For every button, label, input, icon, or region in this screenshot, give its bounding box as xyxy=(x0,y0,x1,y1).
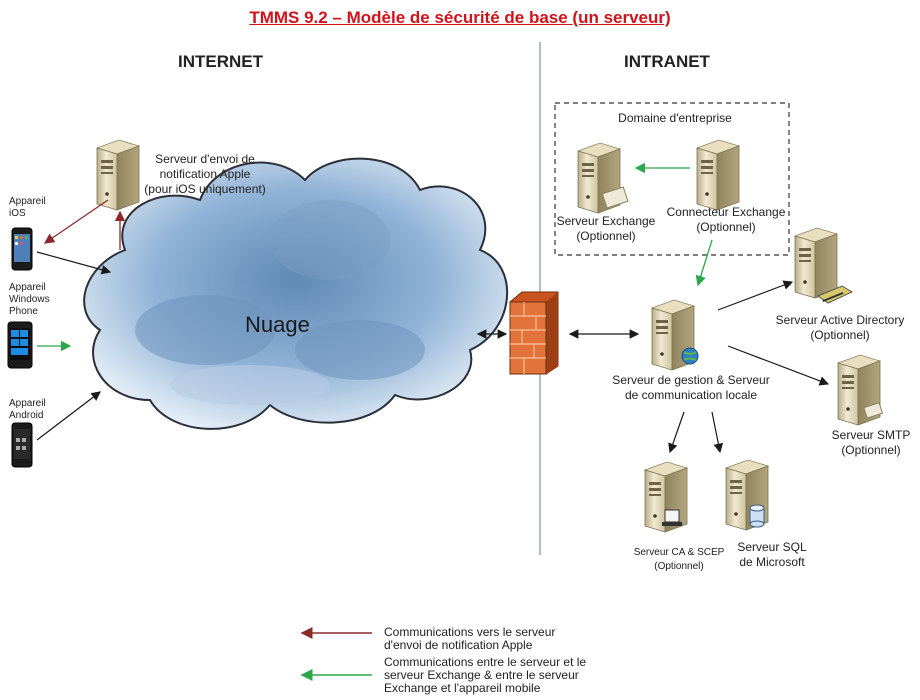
windows-phone-icon xyxy=(7,321,33,369)
smtp-server-label: Serveur SMTP(Optionnel) xyxy=(831,428,911,457)
active-directory-server-icon xyxy=(794,227,838,299)
keyboard-icon xyxy=(816,285,854,304)
arrow-to-ca-scep xyxy=(668,411,685,454)
active-directory-label: Serveur Active Directory(Optionnel) xyxy=(775,313,905,342)
ios-device-icon xyxy=(11,227,33,271)
envelope-icon xyxy=(601,186,629,209)
globe-icon xyxy=(681,347,699,365)
ca-scep-label: Serveur CA & SCEP(Optionnel) xyxy=(633,547,725,572)
cloud-shape xyxy=(83,157,509,430)
arrow-to-smtp xyxy=(727,345,830,386)
computer-icon xyxy=(662,509,682,526)
arrow-android-to-cloud xyxy=(36,391,101,441)
arrow-to-sql xyxy=(711,411,724,454)
exchange-connector-icon xyxy=(696,139,740,211)
firewall-icon xyxy=(509,291,559,375)
enterprise-domain-label: Domaine d'entreprise xyxy=(618,111,732,125)
exchange-connector-label: Connecteur Exchange(Optionnel) xyxy=(666,205,786,234)
internet-heading: INTERNET xyxy=(178,52,263,71)
database-icon xyxy=(749,504,765,528)
arrow-connector-to-management xyxy=(695,239,713,287)
cloud-label: Nuage xyxy=(245,312,310,337)
arrow-ios-to-cloud xyxy=(36,251,112,275)
intranet-heading: INTRANET xyxy=(624,52,710,71)
exchange-server-label: Serveur Exchange(Optionnel) xyxy=(556,214,656,243)
mail-icon xyxy=(863,402,884,419)
android-device-icon xyxy=(11,422,33,468)
diagram-title: TMMS 9.2 – Modèle de sécurité de base (u… xyxy=(249,8,671,27)
arrow-to-active-directory xyxy=(717,280,794,311)
enterprise-domain-box xyxy=(554,102,790,256)
arrow-apple-to-ios xyxy=(43,199,109,244)
